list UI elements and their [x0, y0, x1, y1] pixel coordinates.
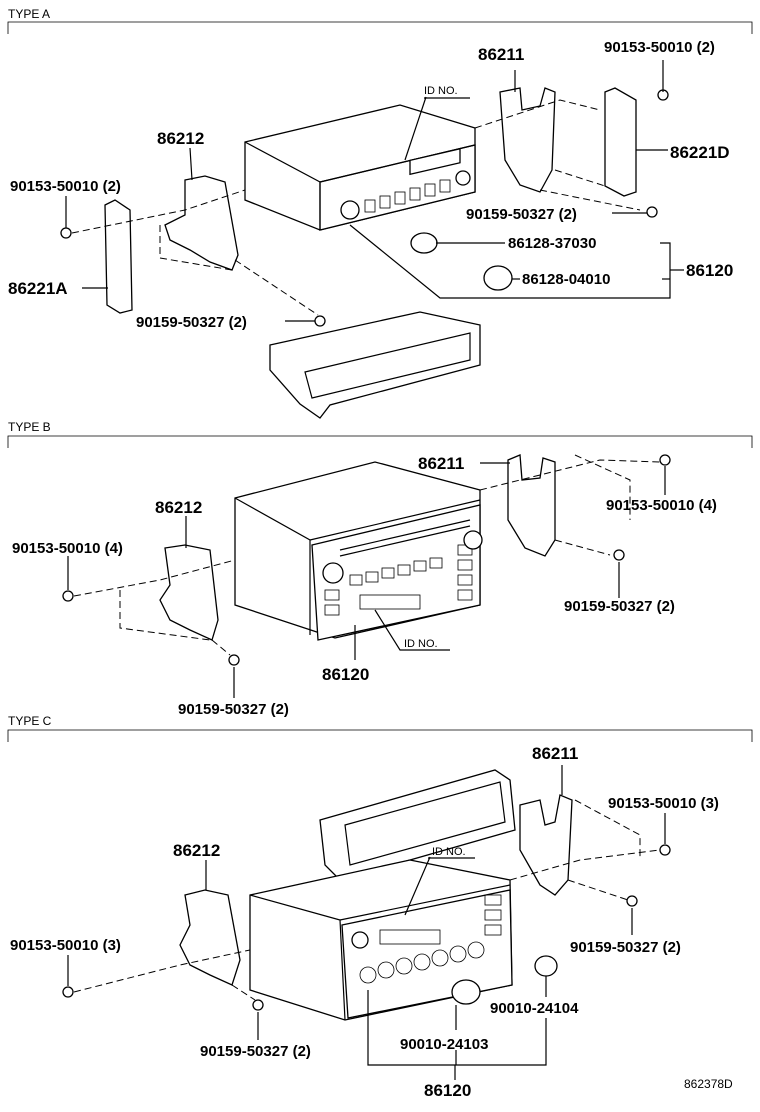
rail-86221d — [604, 87, 637, 197]
section-bracket-line — [7, 729, 753, 742]
label-86221d: 86221D — [670, 143, 730, 162]
diagram-code: 862378D — [684, 1077, 733, 1091]
bolt-icon — [613, 549, 625, 561]
label-knob-1: 86128-37030 — [508, 235, 596, 252]
screw-icon — [60, 227, 72, 239]
label-screw-top: 90153-50010 (2) — [604, 39, 715, 56]
bolt-icon — [314, 315, 326, 327]
screw-icon — [62, 590, 74, 602]
bracket-86212-type-a — [164, 175, 239, 271]
label-86212: 86212 — [157, 129, 204, 148]
bracket-86212-type-b — [159, 544, 219, 641]
label-knob-2: 90010-24103 — [400, 1036, 488, 1053]
label-bolt-right: 90159-50327 (2) — [466, 206, 577, 223]
screw-icon — [659, 454, 671, 466]
label-86212: 86212 — [155, 498, 202, 517]
section-bracket-line — [7, 435, 753, 448]
label-86211: 86211 — [532, 744, 578, 763]
label-id-no: ID NO. — [432, 846, 466, 858]
trim-panel-type-c — [319, 769, 516, 881]
knob-90010-24104 — [534, 955, 558, 977]
rail-86221a — [104, 199, 133, 314]
screw-icon — [659, 844, 671, 856]
bracket-86211-type-c — [519, 794, 573, 896]
bracket-86211-type-b — [507, 454, 556, 557]
knob-90010-24103 — [451, 979, 481, 1005]
label-screw-left: 90153-50010 (3) — [10, 937, 121, 954]
label-id-no: ID NO. — [424, 85, 458, 97]
label-86221a: 86221A — [8, 279, 68, 298]
bracket-86212-type-c — [179, 889, 241, 986]
label-86120: 86120 — [686, 261, 733, 280]
knob-86128-37030 — [410, 232, 438, 254]
label-bolt-left: 90159-50327 (2) — [178, 701, 289, 718]
radio-unit-type-a — [244, 104, 476, 231]
label-screw-right: 90153-50010 (3) — [608, 795, 719, 812]
label-bolt-left: 90159-50327 (2) — [200, 1043, 311, 1060]
section-title-type-a: TYPE A — [8, 7, 50, 21]
section-type-b: TYPE B — [7, 420, 753, 718]
label-bolt-right: 90159-50327 (2) — [570, 939, 681, 956]
label-screw-left: 90153-50010 (2) — [10, 178, 121, 195]
label-86120: 86120 — [322, 665, 369, 684]
bolt-icon — [252, 999, 264, 1011]
label-86120: 86120 — [424, 1081, 471, 1100]
label-86211: 86211 — [478, 45, 524, 64]
radio-unit-type-b — [234, 461, 483, 641]
label-bolt-left: 90159-50327 (2) — [136, 314, 247, 331]
bolt-icon — [646, 206, 658, 218]
bolt-icon — [228, 654, 240, 666]
bracket-86211-type-a — [499, 87, 556, 193]
label-86211: 86211 — [418, 454, 464, 473]
section-type-c: TYPE C — [7, 714, 753, 1100]
label-id-no: ID NO. — [404, 638, 438, 650]
section-bracket-line — [7, 21, 753, 34]
label-knob-2: 86128-04010 — [522, 271, 610, 288]
section-title-type-c: TYPE C — [8, 714, 52, 728]
label-bolt-right: 90159-50327 (2) — [564, 598, 675, 615]
bolt-icon — [626, 895, 638, 907]
label-screw-left: 90153-50010 (4) — [12, 540, 123, 557]
label-knob-1: 90010-24104 — [490, 1000, 579, 1017]
knob-86128-04010 — [483, 265, 513, 291]
label-screw-right: 90153-50010 (4) — [606, 497, 717, 514]
screw-icon — [62, 986, 74, 998]
label-86212: 86212 — [173, 841, 220, 860]
section-title-type-b: TYPE B — [8, 420, 51, 434]
section-type-a: TYPE A — [7, 7, 753, 419]
trim-panel-type-a — [269, 311, 481, 419]
